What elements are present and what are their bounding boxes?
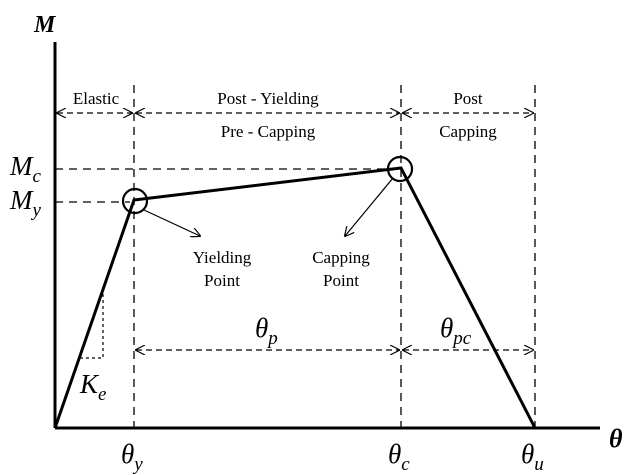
y-axis-label: M <box>33 12 57 38</box>
capping-point-leader <box>345 177 394 236</box>
My-label: My <box>9 185 42 221</box>
Ke-label: Ke <box>79 369 106 405</box>
capping-point-label-line1: Capping <box>312 248 370 267</box>
post-capping-label-line2: Capping <box>439 122 497 141</box>
theta-y-label: θy <box>121 439 143 475</box>
yielding-point-marker <box>121 187 149 215</box>
backbone-curve <box>53 166 537 429</box>
capping-point-label-line2: Point <box>323 271 359 290</box>
elastic-region-label: Elastic <box>73 89 120 108</box>
x-axis-label: θ <box>609 424 623 453</box>
post-yielding-label-line1: Post - Yielding <box>217 89 319 108</box>
capping-point-marker <box>386 155 414 183</box>
post-yielding-label-line2: Pre - Capping <box>221 122 316 141</box>
post-capping-label-line1: Post <box>453 89 483 108</box>
theta-c-label: θc <box>388 439 410 475</box>
theta-u-label: θu <box>521 439 544 475</box>
elastic-stiffness-triangle <box>80 292 104 359</box>
Mc-label: Mc <box>9 151 42 187</box>
yielding-point-label-line1: Yielding <box>193 248 252 267</box>
yielding-point-label-line2: Point <box>204 271 240 290</box>
theta-pc-label: θpc <box>440 313 472 349</box>
yielding-point-leader <box>143 209 200 236</box>
theta-p-label: θp <box>255 313 278 349</box>
